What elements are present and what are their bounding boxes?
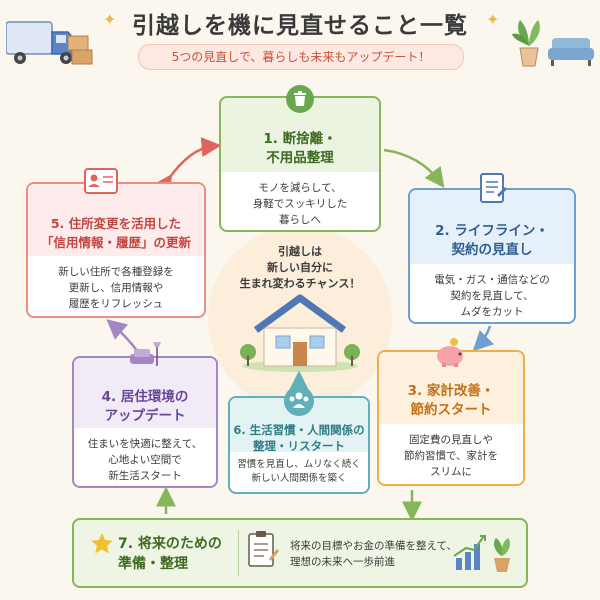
step-desc: 履歴をリフレッシュ bbox=[68, 298, 164, 310]
header: ✦ 引越しを機に見直せること一覧 ✦ 5つの見直しで、暮らしも未来もアップデート… bbox=[0, 0, 600, 80]
subtitle: 5つの見直しで、暮らしも未来もアップデート！ bbox=[138, 44, 464, 70]
step-desc: 更新し、信用情報や bbox=[68, 282, 164, 294]
star-icon bbox=[91, 533, 113, 554]
step-title: 契約の見直し bbox=[451, 242, 533, 258]
step-3-card: 3. 家計改善・ 節約スタート 固定費の見直しや 節約習慣で、家計を スリムに bbox=[377, 350, 525, 486]
page-title: 引越しを機に見直せること一覧 bbox=[132, 13, 468, 39]
step-desc: 習慣を見直し、ムリなく続く bbox=[237, 459, 361, 470]
arrow-2-to-3 bbox=[472, 325, 494, 352]
step-desc: 電気・ガス・通信などの bbox=[434, 274, 550, 286]
step-desc: スリムに bbox=[430, 466, 472, 478]
step-desc: 暮らしへ bbox=[279, 214, 321, 226]
center-message: 引越しは 新しい自分に 生まれ変わるチャンス！ bbox=[220, 244, 380, 292]
center-line: 引越しは bbox=[278, 245, 322, 258]
divider bbox=[238, 530, 239, 576]
step-title: 1. 断捨離・ bbox=[263, 131, 337, 147]
arrow-5-to-1 bbox=[152, 137, 222, 196]
step-title: 整理・リスタート bbox=[253, 439, 345, 453]
step-title: 準備・整理 bbox=[118, 556, 188, 572]
step-title: 6. 生活習慣・人間関係の bbox=[233, 423, 365, 437]
step-desc: ムダをカット bbox=[460, 306, 524, 318]
growth-chart-icon bbox=[453, 535, 510, 572]
step-title: 「信用情報・履歴」の更新 bbox=[40, 235, 191, 250]
document-icon bbox=[480, 173, 508, 203]
sofa-icon bbox=[548, 38, 594, 66]
step-desc: 新しい人間関係を築く bbox=[251, 473, 347, 484]
step-1-card: 1. 断捨離・ 不用品整理 モノを減らして、 身軽でスッキリした 暮らしへ bbox=[219, 96, 381, 232]
step-desc: 契約を見直して、 bbox=[450, 290, 534, 302]
step-title: アップデート bbox=[104, 408, 186, 424]
center-line: 新しい自分に bbox=[267, 261, 333, 274]
step-desc: 将来の目標やお金の準備を整えて、 bbox=[290, 540, 457, 552]
step-title: 節約スタート bbox=[410, 402, 492, 418]
step-title: 不用品整理 bbox=[266, 150, 334, 166]
arrow-1-to-2 bbox=[383, 148, 445, 189]
step-desc: モノを減らして、 bbox=[258, 182, 342, 194]
step-title: 3. 家計改善・ bbox=[407, 383, 495, 399]
step-desc: 住まいを快適に整えて、 bbox=[87, 438, 203, 450]
step-5-card: 5. 住所変更を活用した 「信用情報・履歴」の更新 新しい住所で各種登録を 更新… bbox=[26, 182, 206, 318]
sparkle-icon: ✦ bbox=[103, 10, 117, 29]
step-title: 4. 居住環境の bbox=[101, 389, 189, 405]
step-desc: 新しい住所で各種登録を bbox=[58, 266, 174, 278]
step-title: 5. 住所変更を活用した bbox=[50, 216, 182, 231]
step-7-desc: 将来の目標やお金の準備を整えて、 理想の未来へ一歩前進 bbox=[290, 538, 460, 570]
clipboard-icon bbox=[248, 531, 280, 567]
step-desc: 新生活スタート bbox=[108, 470, 182, 482]
lamp-sofa-icon bbox=[130, 342, 161, 366]
step-desc: 節約習慣で、家計を bbox=[403, 450, 499, 462]
id-card-icon bbox=[84, 168, 118, 194]
boxes-icon bbox=[67, 35, 93, 65]
step-2-card: 2. ライフライン・ 契約の見直し 電気・ガス・通信などの 契約を見直して、 ム… bbox=[408, 188, 576, 324]
step-7-title: 7. 将来のための 準備・整理 bbox=[118, 534, 236, 574]
trash-icon bbox=[286, 85, 314, 113]
people-icon bbox=[284, 386, 314, 416]
center-line: 生まれ変わるチャンス！ bbox=[239, 277, 361, 290]
step-desc: 理想の未来へ一歩前進 bbox=[290, 556, 395, 568]
house-icon bbox=[240, 294, 360, 372]
step-desc: 身軽でスッキリした bbox=[252, 198, 348, 210]
plant-icon bbox=[512, 20, 540, 67]
step-7-card bbox=[72, 518, 528, 588]
step-desc: 心地よい空間で bbox=[108, 454, 182, 466]
step-desc: 固定費の見直しや bbox=[409, 434, 493, 446]
step-title: 2. ライフライン・ bbox=[435, 223, 549, 239]
step-4-card: 4. 居住環境の アップデート 住まいを快適に整えて、 心地よい空間で 新生活ス… bbox=[72, 356, 218, 488]
sparkle-icon: ✦ bbox=[486, 10, 500, 29]
piggy-bank-icon bbox=[437, 338, 463, 367]
step-title: 7. 将来のための bbox=[118, 536, 222, 552]
